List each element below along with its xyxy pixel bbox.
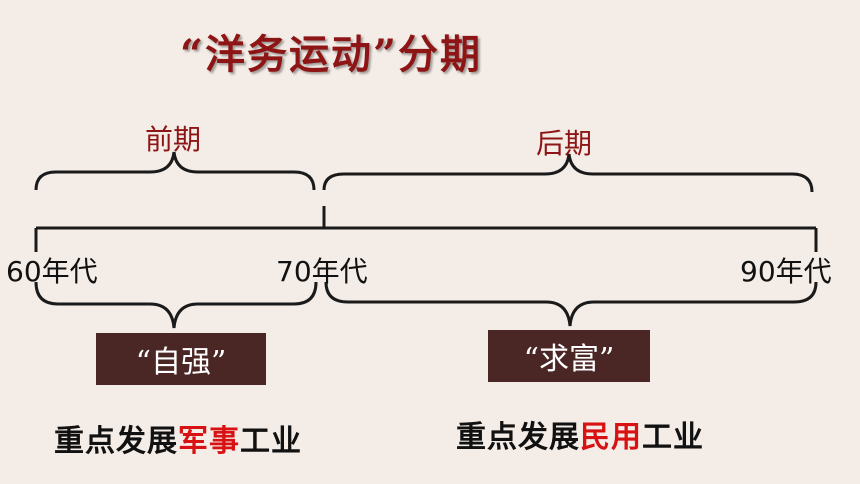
late-focus-text: 重点发展民用工业 [456,412,704,456]
early-focus-text: 重点发展军事工业 [54,416,302,460]
late-period-label: 后期 [536,127,593,160]
tick-label-90s: 90年代 [740,255,832,288]
self-strengthening-box: “自强” [96,333,266,385]
early-focus-highlight: 军事 [178,424,240,459]
late-bottom-brace [324,281,818,327]
early-focus-suffix: 工业 [240,424,302,459]
late-focus-highlight: 民用 [580,420,642,455]
tick-label-60s: 60年代 [6,255,98,288]
page-title: “洋务运动”分期 [180,31,483,78]
late-focus-prefix: 重点发展 [456,420,580,455]
early-top-brace [34,151,316,191]
seeking-wealth-box: “求富” [488,330,650,382]
early-period-label: 前期 [145,123,202,156]
late-focus-suffix: 工业 [642,420,704,455]
late-top-brace [322,153,814,193]
early-bottom-brace [34,281,318,329]
tick-label-70s: 70年代 [276,255,368,288]
early-focus-prefix: 重点发展 [54,424,178,459]
